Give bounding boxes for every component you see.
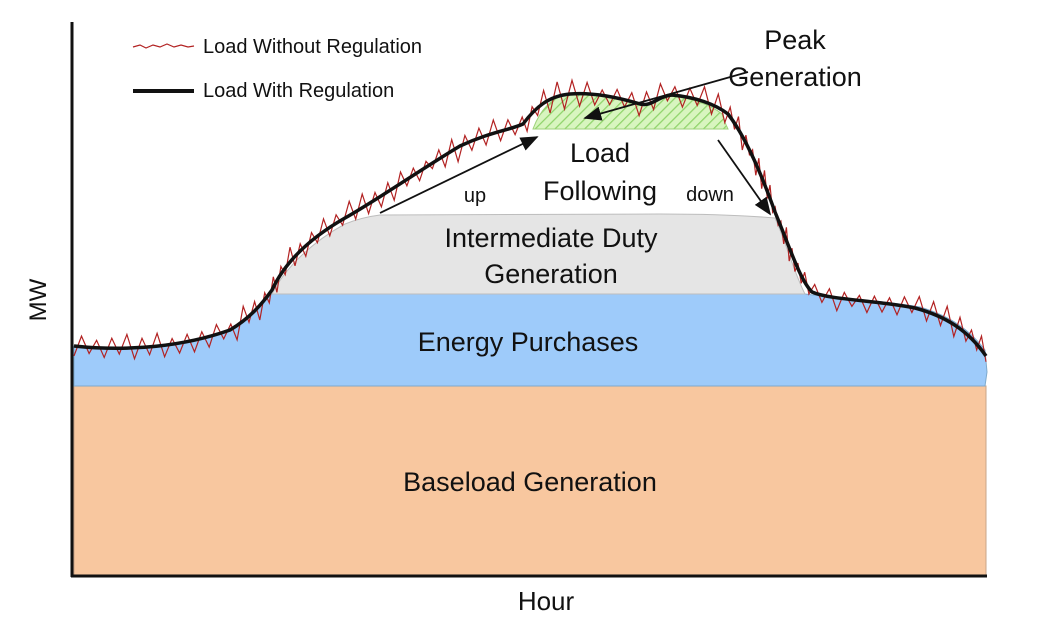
peak-label-line2: Generation [728,62,862,92]
peak-arrow [583,71,749,121]
baseload-label: Baseload Generation [403,467,657,497]
down-arrow [717,139,772,216]
energy-purchases-label: Energy Purchases [418,327,639,357]
x-axis-label: Hour [518,586,575,616]
legend-swatch-jagged [132,43,195,49]
y-axis-label: MW [25,278,52,321]
load-without-regulation-line [73,78,987,362]
baseload-band [73,385,987,577]
load-with-regulation-line [73,91,988,357]
intermediate-label-line2: Generation [484,259,618,289]
legend-label-without-regulation: Load Without Regulation [203,36,422,58]
legend: Load Without Regulation Load With Regula… [132,36,422,102]
intermediate-duty-band [271,213,806,295]
peak-label-line1: Peak [764,25,826,55]
up-arrow [379,136,539,214]
load-following-label-line1: Load [570,138,630,168]
up-label: up [464,185,486,207]
intermediate-label-line1: Intermediate Duty [444,223,658,253]
legend-label-with-regulation: Load With Regulation [203,80,394,102]
down-label: down [686,184,734,206]
load-following-label-line2: Following [543,176,657,206]
